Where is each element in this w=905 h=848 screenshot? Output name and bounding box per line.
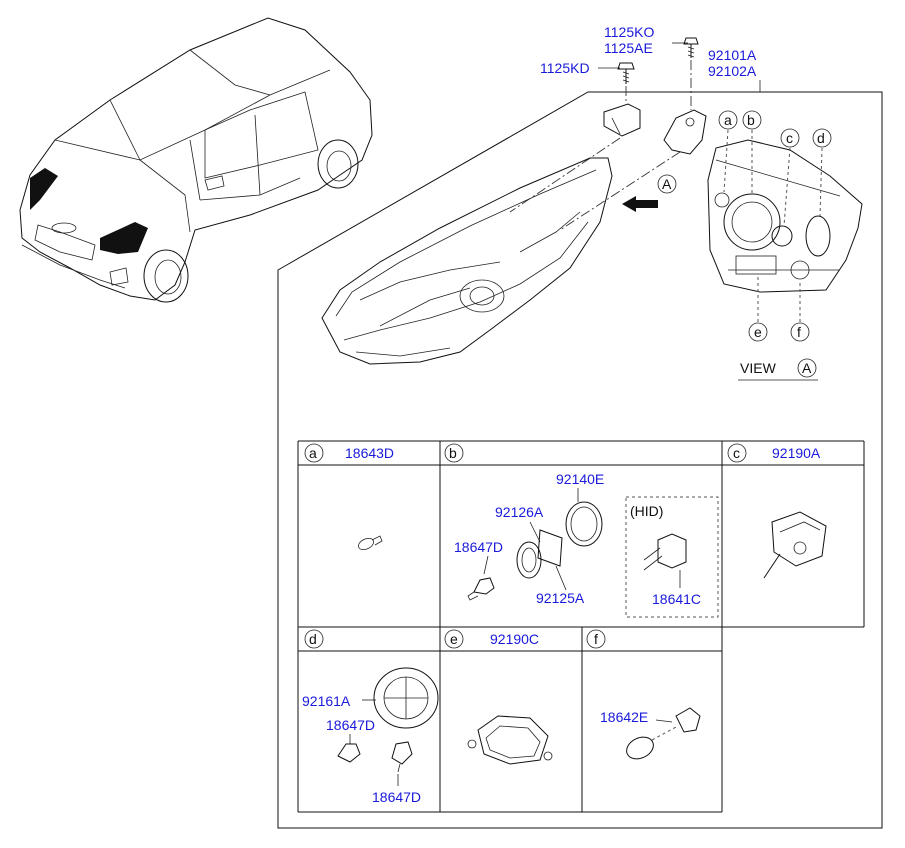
cell-a-letter: a	[309, 445, 317, 461]
callout-92102A[interactable]: 92102A	[708, 63, 757, 79]
view-label: VIEW	[740, 360, 777, 376]
cell-b-letter: b	[449, 445, 457, 461]
leveling-actuator-icon	[763, 511, 827, 579]
view-arrow-letter: A	[662, 176, 672, 192]
callout-92101A[interactable]: 92101A	[708, 47, 757, 63]
callout-1125KD[interactable]: 1125KD	[540, 60, 590, 76]
hid-label: (HID)	[630, 503, 663, 519]
bulb-icon-1	[337, 743, 361, 763]
cell-f[interactable]: f 18642E	[586, 629, 701, 763]
turn-signal-bulb-icon	[626, 707, 701, 760]
view-callout-letters: a b c d e f VIEW A	[718, 110, 832, 381]
h7-bulb-icon	[467, 577, 495, 601]
cell-c-letter: c	[733, 445, 740, 461]
hid-group-box	[625, 496, 719, 618]
cell-d-letter: d	[309, 631, 317, 647]
retaining-ring-icon	[565, 501, 603, 547]
cell-b[interactable]: b 92140E 92126A 92125A 18647D (HID)	[444, 443, 719, 618]
dust-shield-icon	[516, 541, 542, 579]
part-92126A: 92126A	[495, 504, 544, 520]
part-18641C: 18641C	[652, 591, 701, 607]
ballast-cover-icon	[467, 715, 553, 765]
svg-text:a: a	[724, 112, 732, 128]
plate-icon	[537, 529, 563, 567]
parts-table	[297, 440, 865, 813]
svg-text:c: c	[786, 130, 793, 146]
cell-a[interactable]: a 18643D	[304, 443, 394, 552]
bolt-callouts: 1125KO 1125AE 1125KD 92101A 92102A	[540, 24, 761, 110]
part-92190C: 92190C	[490, 631, 539, 647]
headlamp-assembly[interactable]	[321, 157, 613, 365]
cell-e-letter: e	[450, 631, 458, 647]
svg-text:A: A	[802, 360, 812, 376]
part-92140E: 92140E	[556, 471, 604, 487]
wedge-bulb-icon	[358, 535, 383, 551]
view-a-rear-lamp	[707, 139, 863, 293]
part-18647D-b: 18647D	[454, 539, 503, 555]
svg-text:e: e	[754, 324, 762, 340]
svg-text:b: b	[747, 112, 755, 128]
vehicle-illustration	[19, 17, 373, 303]
cell-d[interactable]: d 92161A 18647D 18647D	[302, 629, 439, 805]
hid-bulb-icon	[643, 533, 687, 571]
mounting-brackets	[509, 103, 707, 231]
part-92190A: 92190A	[772, 445, 821, 461]
cell-c[interactable]: c 92190A	[727, 443, 827, 579]
part-18643D: 18643D	[345, 445, 394, 461]
callout-1125KO[interactable]: 1125KO	[604, 24, 654, 40]
part-18647D-d1: 18647D	[326, 717, 375, 733]
exploded-view-frame	[277, 91, 883, 829]
view-direction-arrow: A	[622, 174, 677, 212]
callout-1125AE[interactable]: 1125AE	[604, 40, 653, 56]
part-18642E: 18642E	[600, 709, 648, 725]
cell-f-letter: f	[594, 631, 598, 647]
part-92125A: 92125A	[536, 590, 585, 606]
svg-text:f: f	[797, 324, 801, 340]
bulb-icon-2	[391, 741, 413, 773]
svg-text:d: d	[817, 130, 825, 146]
part-18647D-d2: 18647D	[372, 789, 421, 805]
dust-cover-icon	[373, 667, 439, 729]
part-92161A: 92161A	[302, 693, 351, 709]
cell-e[interactable]: e 92190C	[444, 629, 553, 765]
